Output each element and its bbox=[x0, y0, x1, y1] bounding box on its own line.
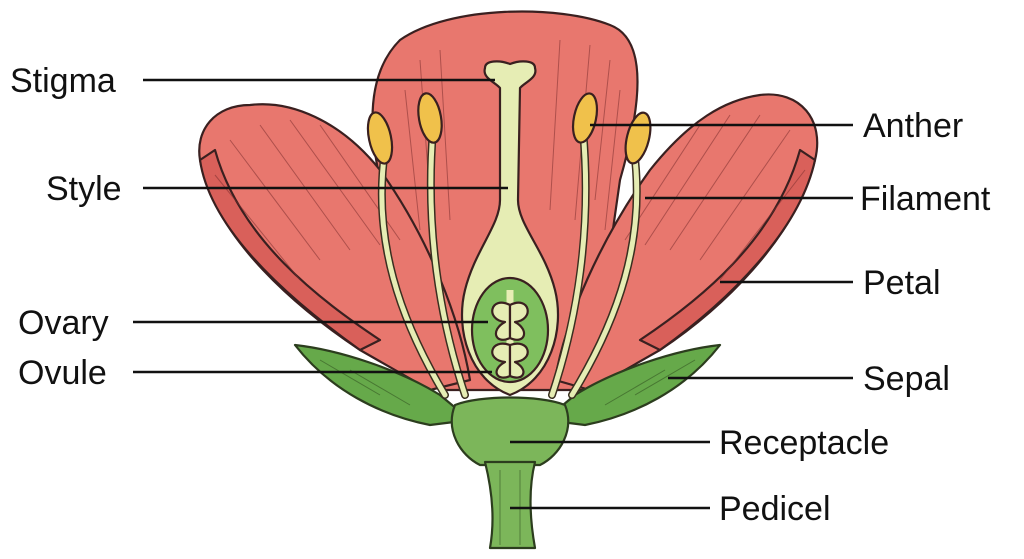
stamen-left-outer bbox=[366, 111, 449, 399]
label-pedicel: Pedicel bbox=[719, 490, 831, 528]
label-petal: Petal bbox=[863, 264, 941, 302]
ovule-lower bbox=[491, 342, 529, 379]
receptacle bbox=[450, 396, 570, 467]
stamen-left-inner bbox=[417, 92, 469, 399]
stamen-right-inner bbox=[548, 92, 599, 399]
pedicel bbox=[483, 460, 537, 550]
leader-lines bbox=[133, 78, 853, 510]
label-filament: Filament bbox=[860, 180, 991, 218]
label-receptacle: Receptacle bbox=[719, 424, 889, 462]
label-style: Style bbox=[46, 170, 122, 208]
label-ovary: Ovary bbox=[18, 304, 109, 342]
label-anther: Anther bbox=[863, 107, 963, 145]
ovule-upper bbox=[491, 301, 529, 341]
petal-left bbox=[198, 103, 472, 392]
label-stigma: Stigma bbox=[10, 62, 116, 100]
label-sepal: Sepal bbox=[863, 360, 950, 398]
pistil bbox=[460, 60, 560, 397]
label-ovule: Ovule bbox=[18, 354, 107, 392]
